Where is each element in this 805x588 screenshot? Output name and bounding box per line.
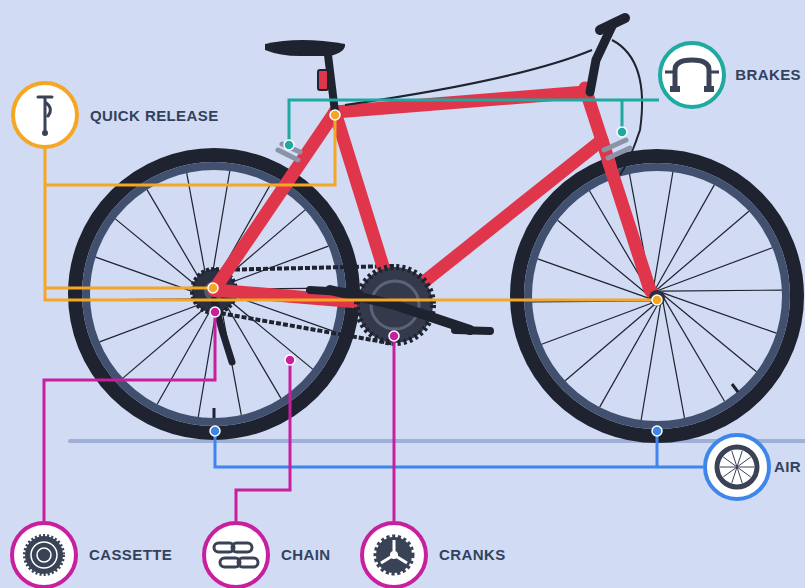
leader-line: [289, 100, 659, 145]
seat-post: [328, 55, 335, 112]
callout-dot: [652, 426, 662, 436]
callout-dot: [284, 140, 294, 150]
callout-dot: [652, 295, 662, 305]
chain-top: [214, 266, 395, 270]
part-label: CASSETTE: [89, 546, 172, 564]
callout-dot: [208, 283, 218, 293]
front-hub: [649, 290, 665, 306]
part-label: BRAKES: [735, 66, 801, 84]
front-rim: [528, 167, 786, 425]
leader-line: [45, 149, 657, 300]
chain-icon: [204, 523, 268, 587]
callout-dot: [389, 331, 399, 341]
callout-dot: [617, 127, 627, 137]
spoke: [542, 302, 656, 344]
rear-valve: [213, 408, 216, 418]
part-label: AIR: [774, 458, 801, 476]
spoke: [100, 300, 213, 342]
callout-dots: [208, 110, 662, 436]
icon-spoke: [737, 467, 742, 483]
stem: [590, 26, 612, 92]
spoke: [657, 211, 749, 290]
spoke: [157, 299, 216, 404]
icon-spoke: [732, 451, 737, 467]
air-leaders: [215, 431, 703, 467]
spoke: [123, 300, 215, 378]
part-label: QUICK RELEASE: [90, 107, 219, 125]
leader-line: [45, 287, 213, 290]
pedal-back: [310, 290, 345, 292]
icon-spoke: [737, 457, 751, 467]
spoke: [565, 302, 657, 381]
spoke: [655, 185, 715, 291]
leader-line: [236, 360, 290, 521]
front-tire: [517, 156, 797, 436]
callout-dot: [210, 426, 220, 436]
handlebar: [600, 18, 625, 30]
spoke: [663, 295, 757, 372]
pedal: [455, 330, 490, 331]
brakes-icon: [660, 43, 724, 107]
spoke: [659, 248, 773, 290]
front-valve: [732, 384, 738, 392]
leader-line: [393, 336, 396, 521]
part-label: CRANKS: [439, 546, 506, 564]
frame: [214, 88, 657, 305]
quick-release-icon: [13, 83, 77, 147]
cranks-icon: [362, 523, 426, 587]
callout-dot: [210, 307, 220, 317]
brakes-leaders: [289, 100, 659, 145]
saddle: [265, 40, 345, 56]
seat-stay: [214, 112, 335, 290]
rear-brake-cable: [345, 50, 592, 105]
leader-line: [44, 312, 215, 521]
spoke: [661, 290, 782, 291]
cassette-icon: [12, 523, 76, 587]
fork: [608, 160, 657, 298]
spoke: [662, 293, 776, 334]
spoke: [662, 299, 684, 418]
leader-line: [45, 115, 335, 185]
spoke: [538, 259, 652, 300]
air-icon: [705, 435, 769, 499]
top-tube: [335, 92, 585, 112]
spokes: [90, 171, 782, 420]
callout-dot: [285, 355, 295, 365]
leader-line: [215, 431, 703, 467]
front-brake: [604, 140, 630, 158]
icon-spoke: [723, 467, 737, 477]
ground-line: [70, 439, 805, 443]
rear-reflector: [318, 70, 328, 90]
icon-spoke: [737, 467, 754, 468]
spoke: [641, 300, 661, 420]
callout-dot: [330, 110, 340, 120]
spoke: [600, 301, 660, 407]
wheels: [75, 155, 797, 436]
spoke: [653, 172, 673, 292]
quick-release-leaders: [45, 115, 657, 300]
drivetrain-leaders: [44, 312, 394, 521]
part-label: CHAIN: [281, 546, 331, 564]
icon-spoke: [720, 467, 737, 468]
